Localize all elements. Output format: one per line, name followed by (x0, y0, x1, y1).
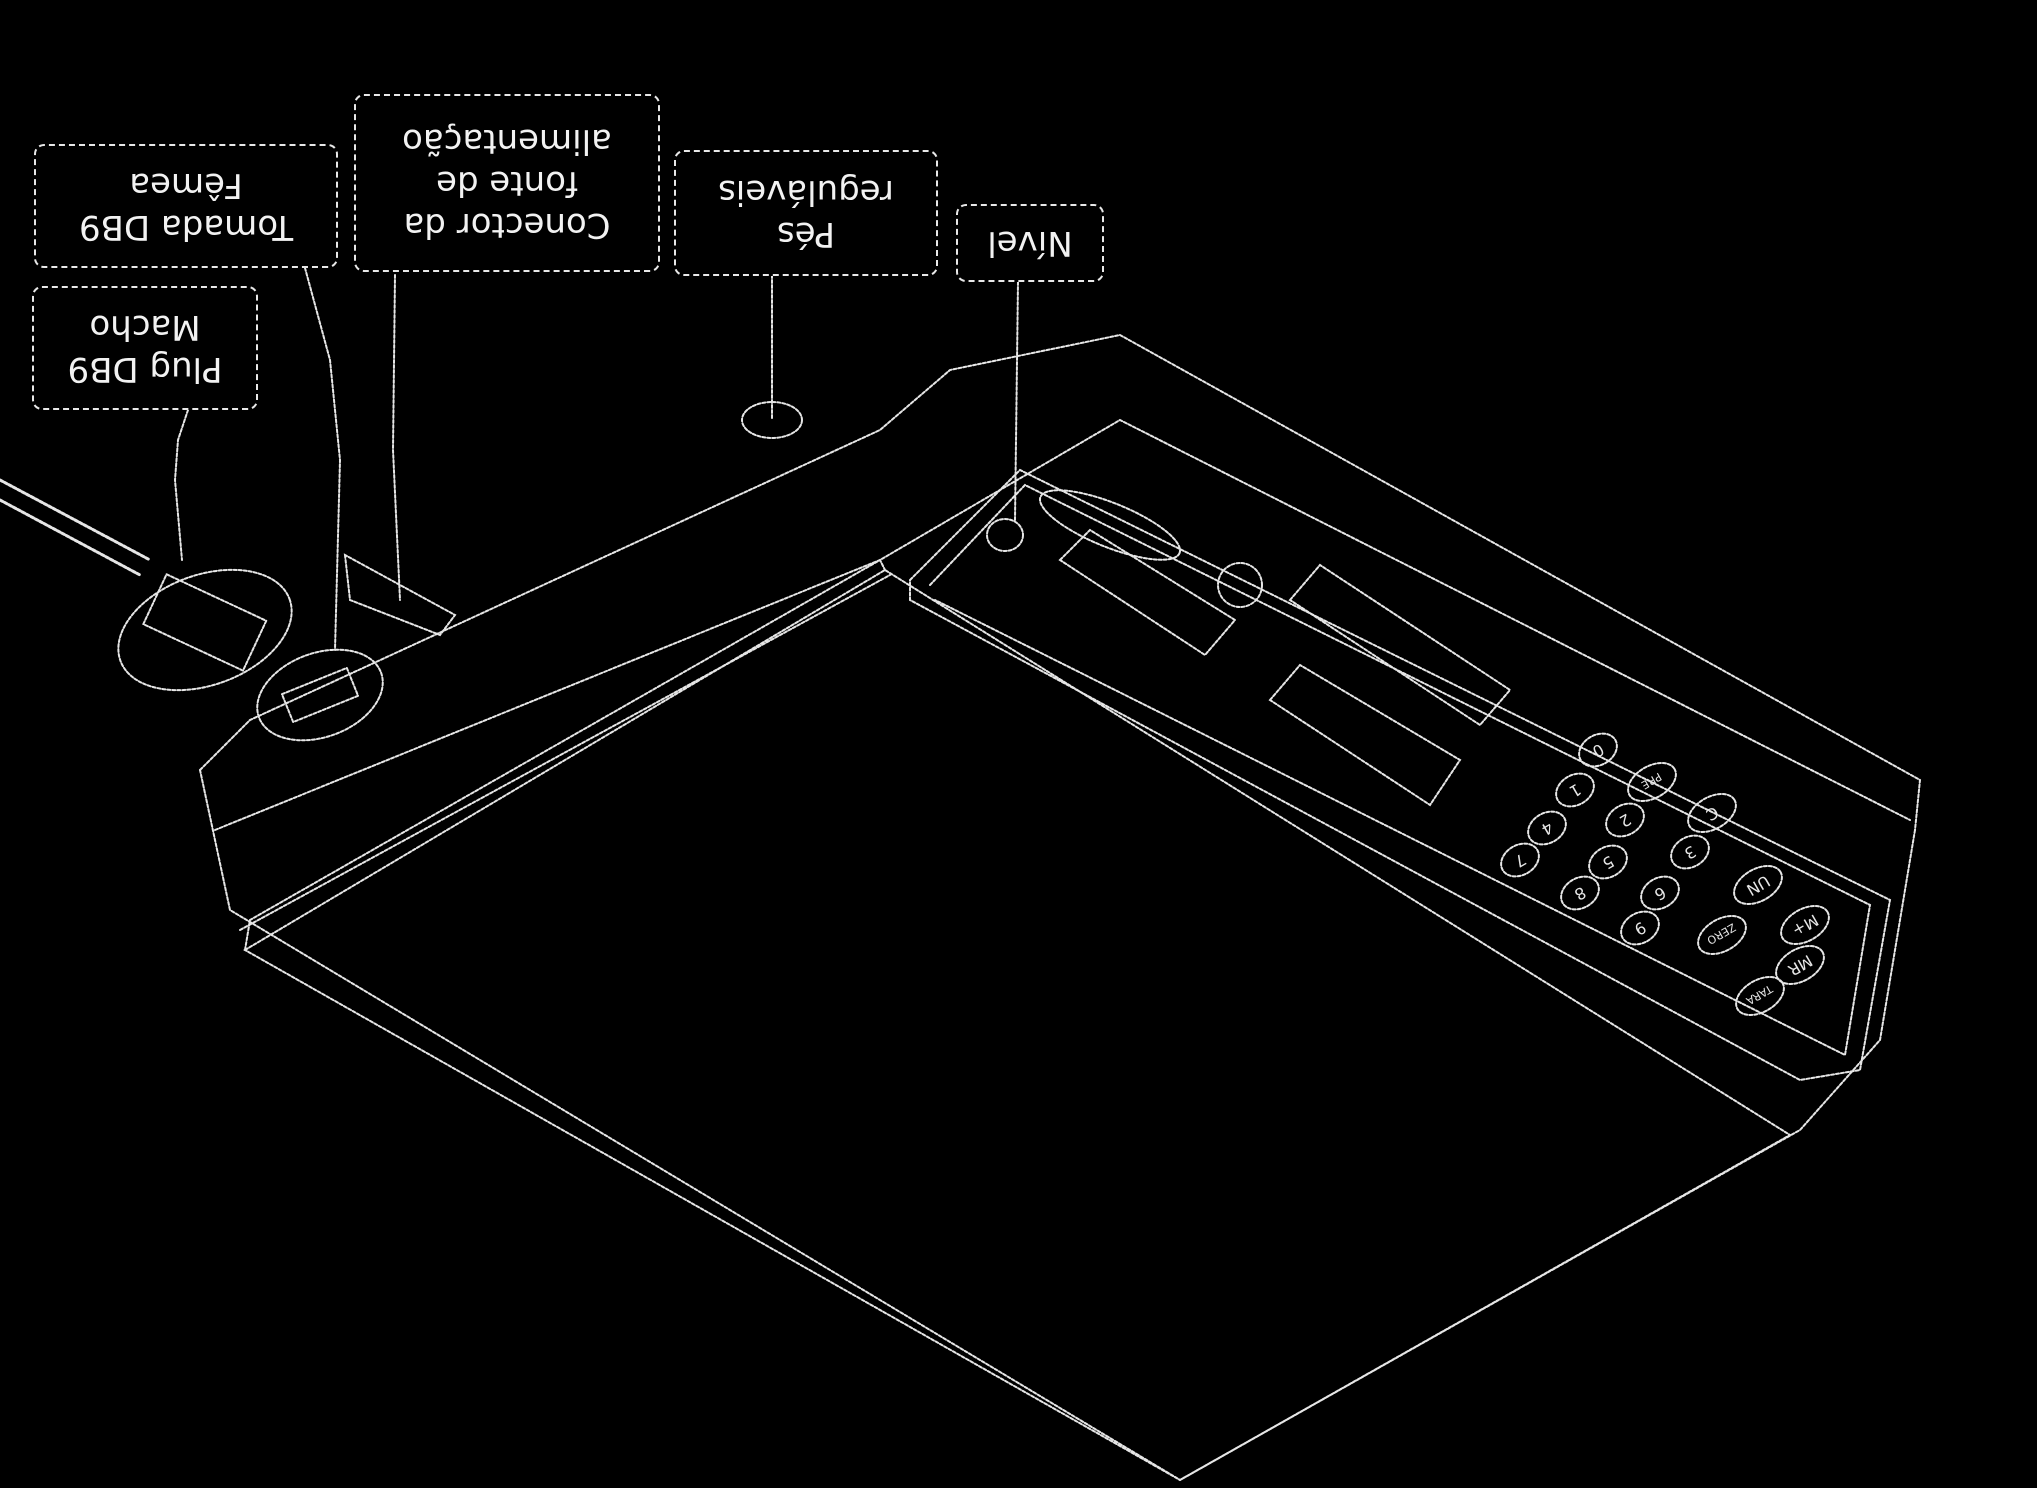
callout-tomada-line1: Tomada DB9 (78, 207, 294, 247)
key-5-label: 5 (1599, 852, 1617, 874)
callout-pes-line2: reguláveis (718, 172, 894, 212)
callout-plug-line1: Plug DB9 (67, 349, 223, 389)
display-upper (1288, 563, 1512, 727)
key-fn-pre[interactable]: PRE (1621, 755, 1682, 809)
key-7-label: 7 (1511, 850, 1529, 872)
callout-tomada-line2: Fêmea (129, 165, 243, 205)
leader-plug (173, 409, 189, 561)
key-9-label: 9 (1631, 918, 1649, 940)
key-2-label: 2 (1616, 810, 1634, 832)
scale-inner-lower (239, 574, 891, 931)
callout-conector-line1: Conector da (403, 205, 611, 245)
callout-plug-db9: Plug DB9 Macho (32, 286, 258, 410)
callout-plug-line2: Macho (89, 307, 201, 347)
keypad: 01 2 3 4 5 6 7 8 9 C PRE UN TARA ZERO M+MR (1500, 727, 1835, 1023)
key-fn-c-label: C (1703, 802, 1722, 824)
callout-conector-line3: alimentação (402, 121, 612, 161)
callout-pes-line1: Pés (777, 214, 835, 254)
callout-nivel-line1: Nível (987, 223, 1073, 263)
key-fn-tara[interactable]: TARA (1729, 969, 1790, 1023)
callout-tomada-db9: Tomada DB9 Fêmea (34, 144, 338, 268)
platform-side (244, 558, 886, 951)
brand-logo (1038, 489, 1182, 561)
key-fn-zero-label: ZERO (1704, 920, 1737, 947)
weighing-platform (243, 568, 1792, 1482)
key-0-label: 0 (1589, 740, 1607, 762)
tomada-db9-port (280, 666, 360, 724)
key-3[interactable]: 3 (1665, 829, 1715, 875)
callout-conector-fonte: Conector da fonte de alimentação (354, 94, 660, 272)
key-3-label: 3 (1681, 842, 1699, 864)
key-6[interactable]: 6 (1635, 870, 1685, 916)
leader-conector (391, 274, 401, 601)
key-1-label: 1 (1566, 780, 1584, 802)
rear-bracket (343, 553, 457, 637)
control-panel-inner (929, 483, 1872, 1057)
key-0[interactable]: 0 (1573, 727, 1623, 773)
control-panel (909, 468, 1892, 1082)
key-fn-un[interactable]: UN (1727, 858, 1788, 912)
key-6-label: 6 (1651, 883, 1669, 905)
display-lower (1268, 663, 1462, 807)
key-1[interactable]: 1 (1550, 767, 1600, 813)
leader-nivel (1014, 281, 1019, 521)
tomada-db9-circle (256, 648, 384, 742)
key-fn-mr[interactable]: MR (1769, 938, 1830, 992)
callout-conector-line2: fonte de (436, 163, 578, 203)
key-8-label: 8 (1571, 883, 1589, 905)
key-2[interactable]: 2 (1600, 797, 1650, 843)
plug-db9-body (141, 572, 268, 672)
cable (0, 478, 152, 577)
key-fn-zero[interactable]: ZERO (1691, 908, 1752, 962)
key-4-label: 4 (1538, 818, 1556, 840)
scale-top-edge (199, 333, 1922, 831)
star-emblem (1217, 562, 1263, 608)
key-fn-pre-label: PRE (1639, 770, 1664, 792)
key-fn-un-label: UN (1743, 871, 1773, 899)
plug-db9-circle (117, 568, 293, 692)
callout-pes-regulaveis: Pés reguláveis (674, 150, 938, 276)
key-fn-c[interactable]: C (1681, 786, 1742, 840)
scale-front-edge (199, 769, 1181, 1481)
scale-inner-top (214, 418, 1911, 831)
key-fn-mr-label: MR (1785, 951, 1816, 980)
display-left (1058, 528, 1237, 657)
level-bubble (986, 518, 1024, 552)
callout-nivel: Nível (956, 204, 1104, 282)
leader-tomada (304, 267, 342, 651)
key-fn-m[interactable]: M+ (1774, 898, 1835, 952)
